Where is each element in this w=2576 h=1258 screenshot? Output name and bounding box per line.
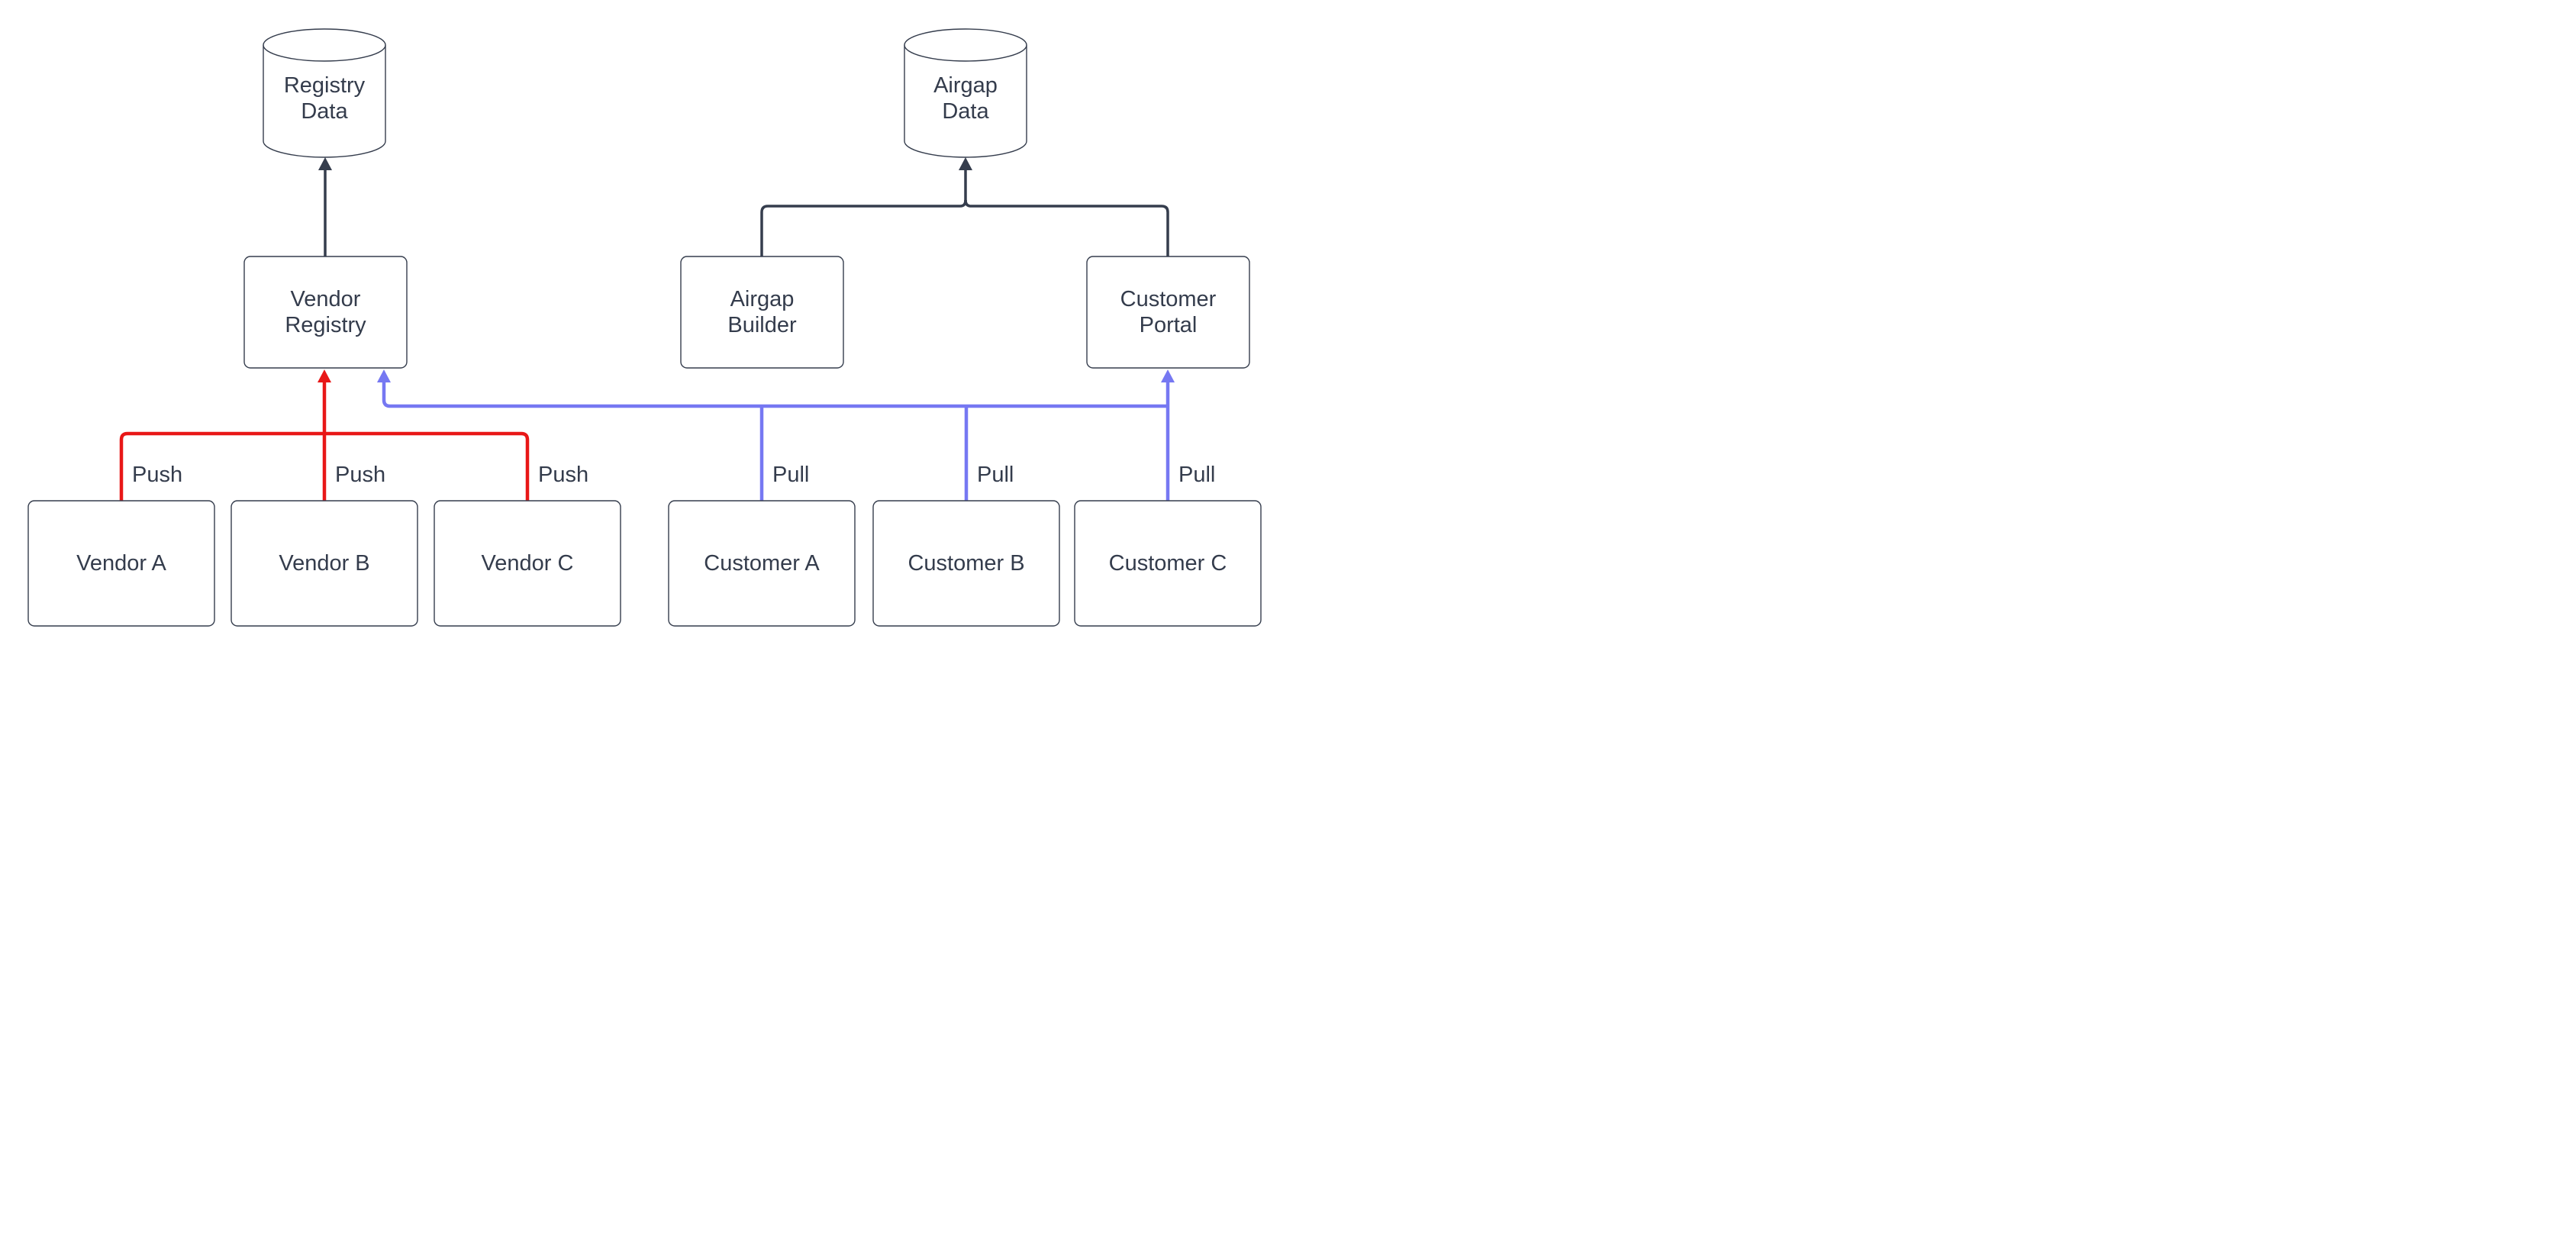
node-label-customer-b: Customer B: [908, 551, 1024, 576]
node-label-customer-c: Customer C: [1109, 551, 1227, 576]
node-customer-c: Customer C: [1074, 500, 1262, 627]
edge-customer-portal-to-junction: [964, 199, 1169, 256]
diagram-canvas: RegistryDataAirgapDataVendorRegistryAirg…: [27, 28, 1262, 627]
node-label-registry-data: Data: [301, 99, 348, 124]
node-label-registry-data: Registry: [284, 73, 366, 98]
node-label-vendor-a: Vendor A: [76, 551, 166, 576]
arrowhead-customer-c-pull-to-customer-portal: [1161, 369, 1175, 382]
node-label-airgap-data: Airgap: [933, 73, 998, 98]
edge-label-pull-label-customer-b: Pull: [977, 463, 1014, 487]
rect-vendor-b: [231, 500, 418, 627]
rect-airgap-builder: [680, 256, 844, 369]
node-label-airgap-data: Data: [942, 99, 989, 124]
node-label-vendor-registry: Registry: [285, 313, 366, 337]
rect-customer-portal: [1086, 256, 1250, 369]
rect-customer-b: [872, 500, 1060, 627]
node-customer-a: Customer A: [668, 500, 856, 627]
edge-airgap-builder-to-junction: [760, 199, 967, 256]
rect-customer-c: [1074, 500, 1262, 627]
node-vendor-b: Vendor B: [231, 500, 418, 627]
node-label-airgap-builder: Airgap: [730, 287, 795, 311]
rect-customer-a: [668, 500, 856, 627]
node-label-vendor-c: Vendor C: [482, 551, 574, 576]
cylinder-body-registry-data: [263, 45, 386, 158]
edge-label-pull-label-customer-c: Pull: [1178, 463, 1215, 487]
node-label-vendor-registry: Vendor: [291, 287, 361, 311]
node-label-vendor-b: Vendor B: [279, 551, 369, 576]
rect-vendor-registry: [243, 256, 408, 369]
edge-label-pull-label-customer-a: Pull: [772, 463, 809, 487]
arrowhead-vendor-registry-to-registry-data: [318, 157, 332, 170]
edge-label-push-label-vendor-b: Push: [335, 463, 385, 487]
rect-vendor-c: [434, 500, 621, 627]
cylinder-body-airgap-data: [904, 45, 1027, 158]
arrowhead-vendor-b-push-to-vendor-registry: [318, 369, 331, 382]
node-vendor-c: Vendor C: [434, 500, 621, 627]
node-label-customer-portal: Customer: [1120, 287, 1217, 311]
cylinder-top-registry-data: [263, 28, 386, 62]
node-label-customer-a: Customer A: [704, 551, 820, 576]
arrowhead-pull-rail-to-vendor-registry: [377, 369, 391, 382]
edge-label-push-label-vendor-a: Push: [132, 463, 182, 487]
edge-pull-rail-to-vendor-registry: [382, 379, 1168, 408]
node-label-airgap-builder: Builder: [727, 313, 797, 337]
arrowhead-junction-to-airgap-data: [959, 157, 972, 170]
node-vendor-a: Vendor A: [27, 500, 215, 627]
cylinder-top-airgap-data: [904, 28, 1027, 62]
rect-vendor-a: [27, 500, 215, 627]
node-customer-b: Customer B: [872, 500, 1060, 627]
node-label-customer-portal: Portal: [1140, 313, 1198, 337]
edge-label-push-label-vendor-c: Push: [538, 463, 588, 487]
